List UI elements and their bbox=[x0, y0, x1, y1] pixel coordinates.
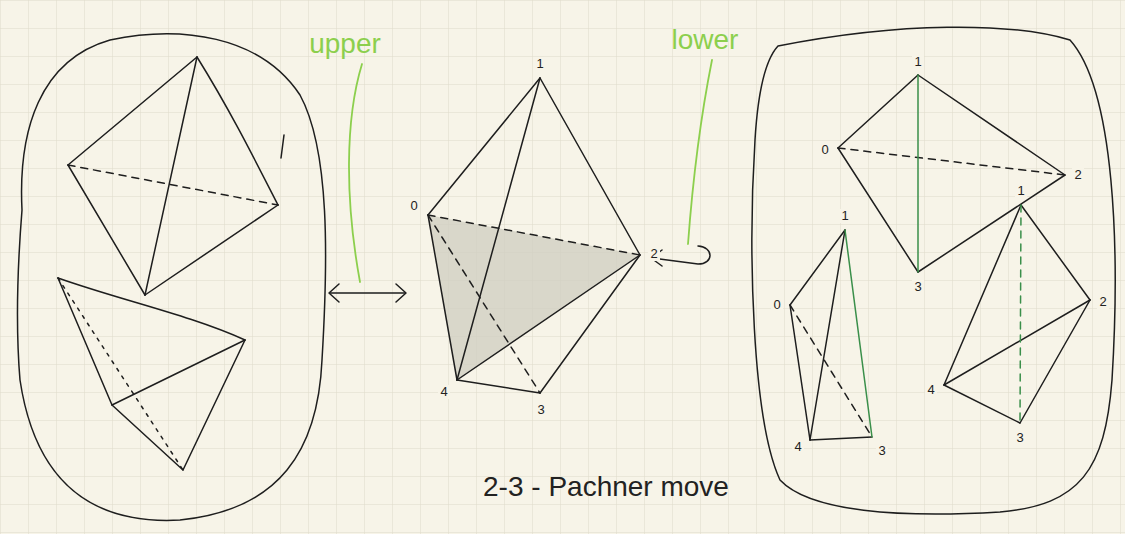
vertex-label: 1 bbox=[912, 55, 923, 69]
vertex-label: 3 bbox=[876, 444, 887, 458]
leader-line bbox=[349, 64, 362, 282]
caption-text: 2-3 - Pachner move bbox=[483, 472, 729, 503]
tetrahedron-sketch bbox=[58, 278, 245, 470]
vertex-label: 1 bbox=[534, 57, 545, 71]
leader-line bbox=[688, 60, 712, 244]
vertex-label: 1 bbox=[1015, 184, 1026, 198]
group-outline bbox=[17, 34, 325, 521]
annotation-label: lower bbox=[672, 25, 739, 56]
vertex-label: 3 bbox=[1014, 431, 1025, 445]
hook-arrow bbox=[651, 246, 710, 266]
tetrahedron-sketch bbox=[838, 75, 1065, 272]
vertex-label: 2 bbox=[1072, 168, 1083, 182]
vertex-label: 0 bbox=[408, 199, 419, 213]
vertex-label: 4 bbox=[792, 440, 803, 454]
vertex-label: 4 bbox=[438, 385, 449, 399]
vertex-label: 2 bbox=[648, 247, 659, 261]
vertex-label: 0 bbox=[771, 298, 782, 312]
annotation-label: upper bbox=[309, 29, 381, 60]
vertex-label: 3 bbox=[912, 280, 923, 294]
vertex-label: 4 bbox=[925, 383, 936, 397]
double-arrow bbox=[329, 284, 406, 302]
tetrahedron-sketch bbox=[944, 205, 1090, 423]
vertex-label: 2 bbox=[1097, 295, 1108, 309]
group-outline bbox=[752, 27, 1115, 514]
tetrahedron-sketch bbox=[68, 57, 284, 295]
vertex-label: 1 bbox=[839, 209, 850, 223]
tetrahedron-sketch bbox=[790, 230, 872, 440]
bipyramid-sketch bbox=[428, 78, 640, 393]
vertex-label: 0 bbox=[819, 143, 830, 157]
vertex-label: 3 bbox=[535, 403, 546, 417]
